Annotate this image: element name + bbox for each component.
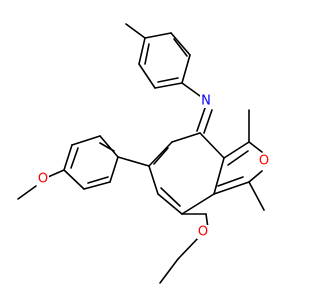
nitrogen-label: N [201,94,211,109]
molecule-structure: N O O O [17,23,270,284]
methyl-bond-bottom [248,181,265,211]
atom-n: N [200,94,212,109]
cycloheptatriene-ring [148,132,225,215]
atom-o-furan: O [258,154,270,169]
imine-bond [196,107,213,134]
atom-o-methoxy: O [37,172,49,187]
n-aryl-bond [181,82,201,97]
atom-o-ethoxy: O [197,225,209,240]
methoxy-group [17,169,65,200]
methoxyphenyl-ring [63,135,150,190]
ethoxy-group [159,213,209,284]
tolyl-ring [125,23,191,89]
molecule-canvas: N O O O [17,23,270,284]
ethoxy-oxygen-label: O [198,225,208,240]
methoxy-oxygen-label: O [38,172,48,187]
furan-ring [213,141,263,195]
furan-oxygen-label: O [259,154,269,169]
